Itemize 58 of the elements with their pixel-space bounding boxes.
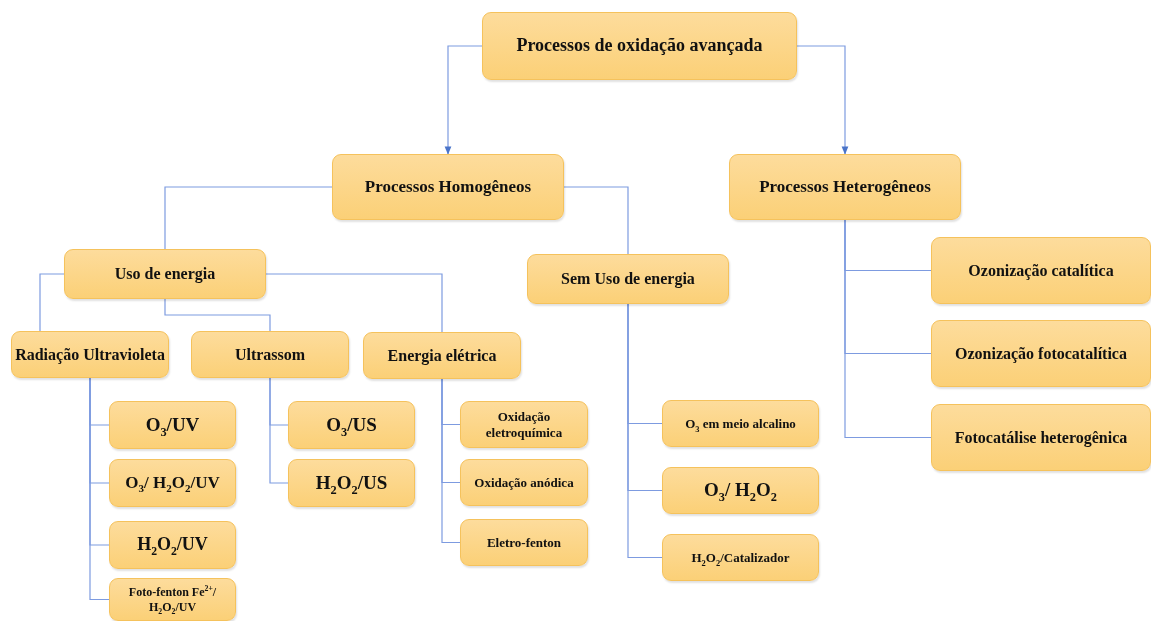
node-label: Ultrassom xyxy=(234,344,306,365)
node-label: Radiação Ultravioleta xyxy=(15,344,165,365)
process-box xyxy=(460,459,588,506)
process-box xyxy=(482,12,797,80)
node-label: Oxidação eletroquímica xyxy=(484,408,564,441)
process-box xyxy=(729,154,961,220)
process-box xyxy=(931,320,1151,387)
process-box xyxy=(332,154,564,220)
node-label: Energia elétrica xyxy=(387,345,497,366)
connector-line xyxy=(441,378,461,544)
node-label: Processos Heterogêneos xyxy=(759,176,931,198)
node-label: Processos Homogêneos xyxy=(364,176,532,198)
node-label: Ozonização catalítica xyxy=(968,260,1114,281)
connector-line xyxy=(39,273,65,332)
process-box xyxy=(460,401,588,448)
connector-line xyxy=(265,273,443,333)
connector-line xyxy=(164,298,271,332)
process-box xyxy=(11,331,169,378)
process-box xyxy=(288,459,415,507)
process-box xyxy=(191,331,349,378)
connector-line xyxy=(164,186,333,250)
process-box xyxy=(288,401,415,449)
node-label: H$_{2}$O$_{2}$/Catalizador xyxy=(691,549,790,566)
process-box xyxy=(931,237,1151,304)
process-box xyxy=(109,459,236,507)
node-label: Ozonização fotocatalítica xyxy=(955,343,1127,364)
connector-line xyxy=(627,303,663,559)
process-box xyxy=(662,400,819,447)
connector-line xyxy=(563,186,629,255)
node-label: O$_{3}$/ H$_{2}$O$_{2}$/UV xyxy=(125,472,220,494)
node-label: Eletro-fenton xyxy=(486,534,562,551)
node-label: H$_{2}$O$_{2}$/US xyxy=(315,471,388,495)
process-box xyxy=(662,534,819,581)
arrow xyxy=(444,45,483,155)
process-box xyxy=(109,521,236,569)
connector-line xyxy=(844,219,932,439)
process-box xyxy=(662,467,819,514)
node-label: Sem Uso de energia xyxy=(561,269,695,289)
process-box xyxy=(109,578,236,621)
node-label: Foto-fenton Fe$^{2+}$/ H$_{2}$O$_{2}$/UV xyxy=(127,585,218,614)
node-label: O$_{3}$/ H$_{2}$O$_{2}$ xyxy=(704,479,777,502)
process-box xyxy=(363,332,521,379)
connector-line xyxy=(269,377,289,484)
process-box xyxy=(109,401,236,449)
node-label: Fotocatálise heterogênica xyxy=(954,427,1128,448)
node-label: H$_{2}$O$_{2}$/UV xyxy=(137,534,208,556)
node-label: O$_{3}$ em meio alcalino xyxy=(685,415,796,432)
process-box xyxy=(527,254,729,304)
node-label: Uso de energia xyxy=(114,264,216,284)
node-label: O$_{3}$/UV xyxy=(145,413,200,437)
process-box xyxy=(931,404,1151,471)
process-box xyxy=(460,519,588,566)
process-box xyxy=(64,249,266,299)
connector-line xyxy=(89,377,110,601)
arrow xyxy=(796,45,849,155)
node-label: Oxidação anódica xyxy=(474,474,574,491)
node-label: Processos de oxidação avançada xyxy=(516,35,763,57)
node-label: O$_{3}$/US xyxy=(326,413,377,437)
